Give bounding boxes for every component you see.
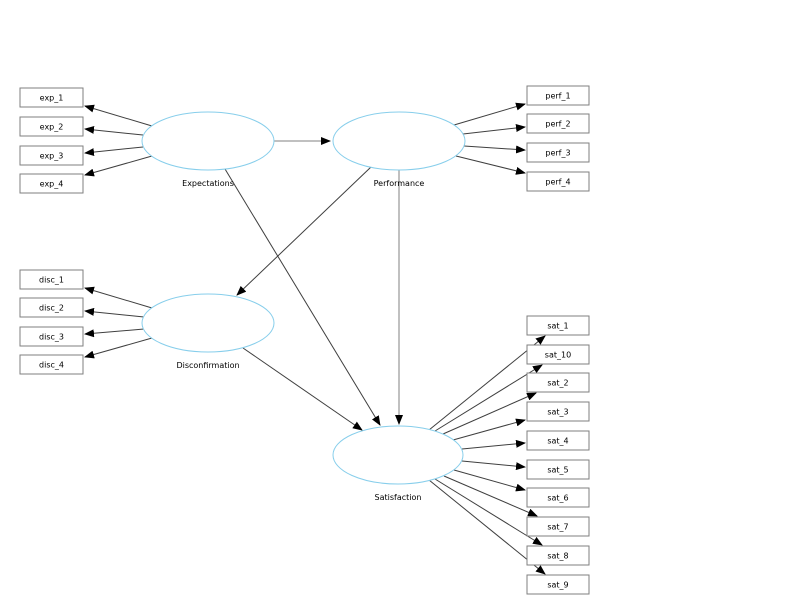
measurement-edge-expectations-to-exp_3 <box>84 146 144 157</box>
observed-node-perf_4 <box>526 171 590 192</box>
observed-label-sat_6: sat_6 <box>547 494 568 503</box>
observed-node-perf_3 <box>526 142 590 163</box>
measurement-edge-satisfaction-to-sat_6 <box>453 469 526 492</box>
measurement-edge-performance-to-perf_3 <box>463 145 526 154</box>
measurement-edge-performance-to-perf_4 <box>455 155 526 175</box>
observed-label-sat_4: sat_4 <box>547 437 568 446</box>
observed-label-exp_3: exp_3 <box>40 152 64 161</box>
measurement-edge-satisfaction-to-sat_7 <box>443 475 538 517</box>
observed-node-sat_3 <box>526 401 590 422</box>
measurement-edge-disconfirmation-to-disc_4 <box>84 337 153 359</box>
structural-edge-performance-to-disconfirmation <box>236 166 372 296</box>
observed-label-sat_1: sat_1 <box>547 322 568 331</box>
measurement-edge-satisfaction-to-sat_9 <box>428 479 546 575</box>
measurement-edge-expectations-to-exp_1 <box>84 104 153 127</box>
latent-node-satisfaction <box>332 425 464 485</box>
measurement-edge-satisfaction-to-sat_10 <box>434 364 543 432</box>
observed-node-perf_1 <box>526 85 590 106</box>
observed-label-sat_3: sat_3 <box>547 408 568 417</box>
measurement-edge-satisfaction-to-sat_8 <box>434 478 543 546</box>
measurement-edge-disconfirmation-to-disc_1 <box>84 286 153 309</box>
observed-label-perf_2: perf_2 <box>545 120 570 129</box>
measurement-edge-satisfaction-to-sat_2 <box>442 392 537 435</box>
latent-label-satisfaction: Satisfaction <box>375 493 422 502</box>
observed-label-perf_1: perf_1 <box>545 92 570 101</box>
observed-node-disc_3 <box>19 326 84 347</box>
observed-label-disc_4: disc_4 <box>39 361 64 370</box>
measurement-edge-expectations-to-exp_4 <box>84 155 153 177</box>
observed-node-sat_9 <box>526 574 590 595</box>
observed-label-disc_1: disc_1 <box>39 276 64 285</box>
observed-label-sat_2: sat_2 <box>547 379 568 388</box>
observed-node-sat_4 <box>526 430 590 451</box>
observed-node-exp_2 <box>19 116 84 137</box>
observed-label-sat_8: sat_8 <box>547 552 568 561</box>
observed-node-exp_4 <box>19 173 84 194</box>
observed-label-disc_3: disc_3 <box>39 333 64 342</box>
observed-node-perf_2 <box>526 113 590 134</box>
structural-edge-disconfirmation-to-satisfaction <box>242 347 363 431</box>
observed-label-sat_9: sat_9 <box>547 581 568 590</box>
observed-label-exp_4: exp_4 <box>40 180 64 189</box>
observed-node-disc_4 <box>19 354 84 375</box>
observed-node-disc_1 <box>19 269 84 290</box>
latent-node-disconfirmation <box>141 293 275 353</box>
measurement-edge-disconfirmation-to-disc_2 <box>84 307 145 318</box>
observed-node-sat_8 <box>526 545 590 566</box>
observed-label-exp_2: exp_2 <box>40 123 64 132</box>
observed-label-perf_4: perf_4 <box>545 178 570 187</box>
structural-edge-expectations-to-satisfaction <box>224 168 381 426</box>
observed-node-exp_1 <box>19 87 84 108</box>
observed-node-sat_10 <box>526 344 590 365</box>
measurement-edge-satisfaction-to-sat_5 <box>461 460 526 471</box>
measurement-edge-satisfaction-to-sat_4 <box>461 439 526 450</box>
measurement-edge-performance-to-perf_2 <box>462 124 526 135</box>
observed-label-disc_2: disc_2 <box>39 304 64 313</box>
observed-node-sat_2 <box>526 372 590 393</box>
observed-label-perf_3: perf_3 <box>545 149 570 158</box>
measurement-edge-satisfaction-to-sat_3 <box>452 418 526 441</box>
observed-node-sat_5 <box>526 459 590 480</box>
measurement-edge-satisfaction-to-sat_1 <box>428 335 546 431</box>
measurement-edge-disconfirmation-to-disc_3 <box>84 328 145 338</box>
observed-node-disc_2 <box>19 297 84 318</box>
observed-node-sat_1 <box>526 315 590 336</box>
latent-node-performance <box>332 111 466 171</box>
observed-node-sat_6 <box>526 487 590 508</box>
observed-label-exp_1: exp_1 <box>40 94 64 103</box>
latent-label-performance: Performance <box>374 179 425 188</box>
latent-label-disconfirmation: Disconfirmation <box>176 361 239 370</box>
latent-label-expectations: Expectations <box>182 179 234 188</box>
observed-label-sat_7: sat_7 <box>547 523 568 532</box>
observed-node-sat_7 <box>526 516 590 537</box>
observed-label-sat_10: sat_10 <box>545 351 571 360</box>
observed-node-exp_3 <box>19 145 84 166</box>
measurement-edge-performance-to-perf_1 <box>453 102 526 126</box>
latent-node-expectations <box>141 111 275 171</box>
observed-label-sat_5: sat_5 <box>547 466 568 475</box>
measurement-edge-expectations-to-exp_2 <box>84 125 144 136</box>
